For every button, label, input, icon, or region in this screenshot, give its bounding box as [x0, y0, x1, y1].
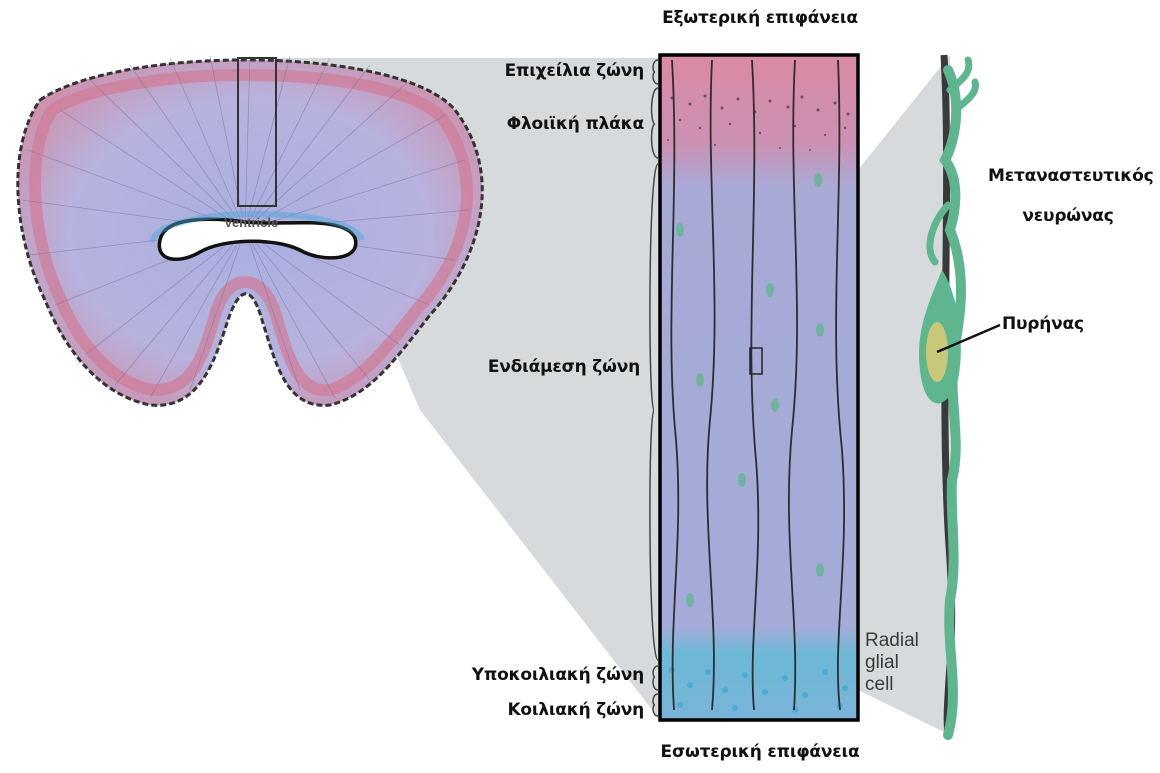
cortex-column	[660, 55, 858, 720]
cortical-plate-label: Φλοιϊκή πλάκα	[420, 114, 644, 134]
migrating-neuron-label-line1: Μεταναστευτικός	[988, 166, 1148, 186]
ventricle-label: Ventricle	[224, 212, 278, 234]
intermediate-zone-label: Ενδιάμεση ζώνη	[400, 357, 640, 377]
migrating-neuron-label-line2: νευρώνας	[988, 206, 1148, 226]
radial-glial-label-line1: Radial	[865, 630, 919, 652]
nucleus-label: Πυρήνας	[1002, 314, 1084, 334]
radial-glial-label-line3: cell	[865, 674, 919, 696]
epithelial-zone-label: Επιχείλια ζώνη	[420, 61, 644, 81]
subventricular-zone-label: Υποκοιλιακή ζώνη	[380, 665, 644, 685]
inner-surface-label: Εσωτερική επιφάνεια	[650, 742, 870, 762]
outer-surface-label: Εξωτερική επιφάνεια	[650, 8, 870, 28]
radial-glial-cell-label: Radial glial cell	[865, 630, 919, 696]
ventricular-zone-label: Κοιλιακή ζώνη	[380, 700, 644, 720]
radial-glial-label-line2: glial	[865, 652, 919, 674]
